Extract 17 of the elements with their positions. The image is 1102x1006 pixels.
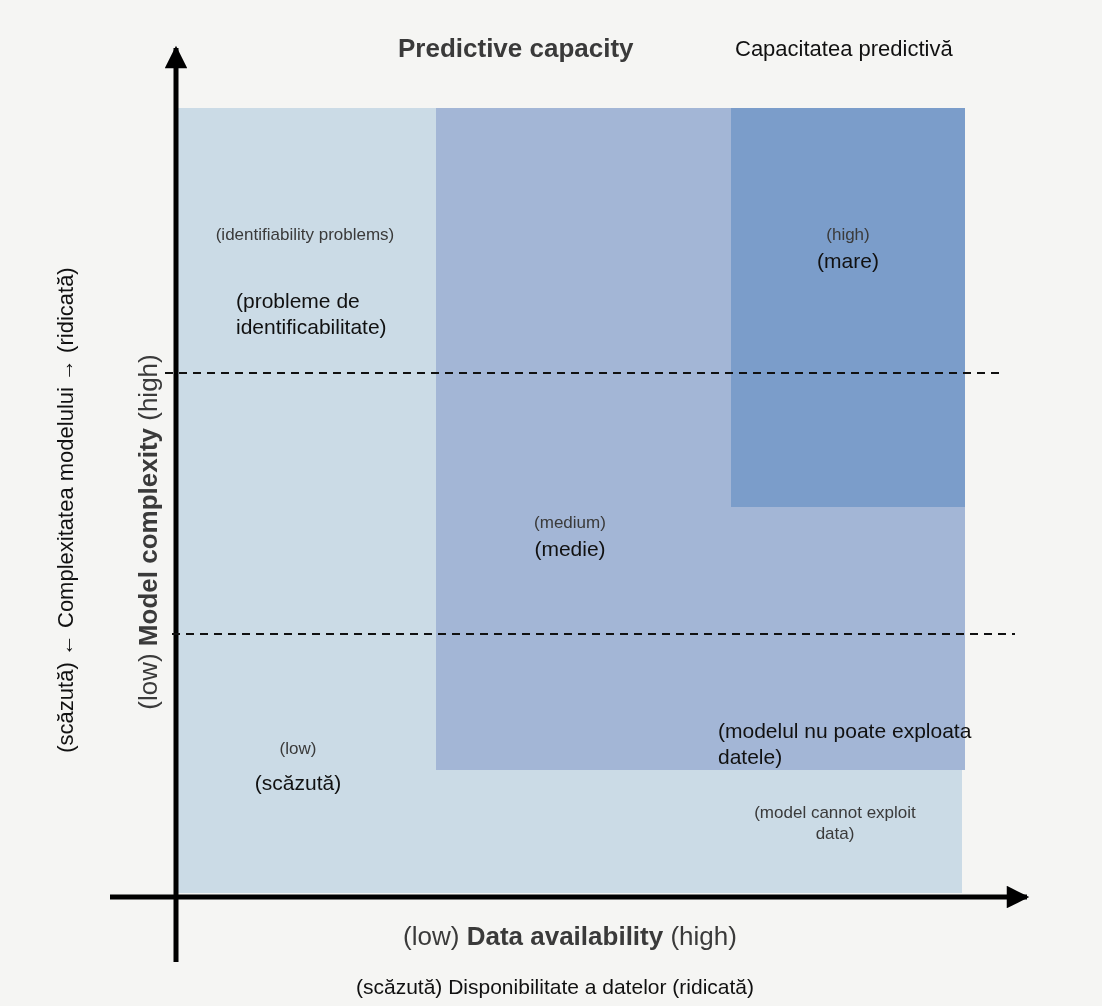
high-region: [731, 108, 965, 507]
region-label: (model cannot exploit data): [753, 802, 917, 845]
region-label-translation: (modelul nu poate exploata datele): [718, 718, 973, 771]
region-label-translation: (mare): [816, 248, 880, 274]
region-label: (identifiability problems): [214, 224, 396, 246]
axis-label: (low) Data availability (high): [402, 920, 738, 953]
region-label: (high): [825, 224, 871, 246]
region-label: (medium): [533, 512, 607, 534]
axis-label-translation: (scăzută) ← Complexitatea modelului → (ridicată): [53, 267, 79, 753]
region-label-translation: (scăzută): [253, 770, 343, 796]
chart-title-translation: Capacitatea predictivă: [735, 35, 953, 63]
chart-title: Predictive capacity: [398, 32, 634, 65]
axis-label-translation: (scăzută) Disponibilitate a datelor (ridicată): [355, 974, 755, 1000]
region-label-translation: (medie): [533, 536, 607, 562]
axis-label: (low) Model complexity (high): [132, 354, 164, 710]
region-label-translation: (probleme de identificabilitate): [236, 288, 388, 341]
region-label: (low): [278, 738, 318, 760]
